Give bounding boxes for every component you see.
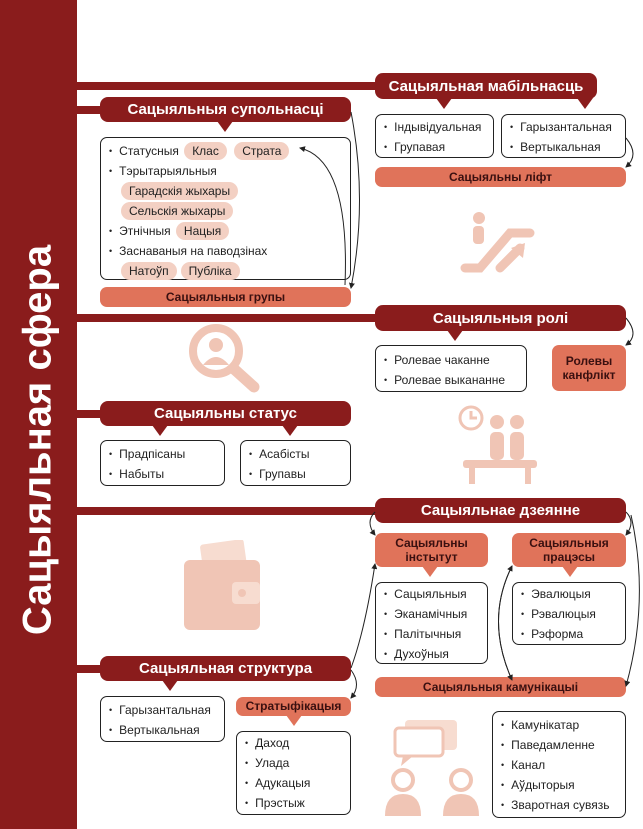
pill: Сельскія жыхары (121, 202, 234, 220)
pill: Страта (234, 142, 290, 160)
pointer (577, 98, 593, 109)
status-header: Сацыяльны статус (100, 401, 351, 426)
pill: Клас (184, 142, 227, 160)
pointer (436, 98, 452, 109)
groups-bar: Сацыяльныя групы (100, 287, 351, 307)
list-item: Камунікатар (501, 715, 617, 735)
list-item: Зваротная сувязь (501, 795, 617, 815)
arrow (350, 563, 378, 669)
connector-line (77, 314, 377, 322)
waiting-people-icon (458, 405, 537, 484)
list-item: Вертыкальная (510, 137, 617, 157)
list-item: Эканамічныя (384, 604, 479, 624)
escalator-icon (460, 212, 535, 273)
list-item: Духоўныя (384, 644, 479, 664)
connector-line (77, 410, 102, 418)
communications-bar: Сацыяльныя камунікацыі (375, 677, 626, 697)
processes-box: Сацыяльныя працэсы (512, 533, 626, 567)
arrow (498, 565, 513, 681)
status-box-2: АсабістыГрупавы (240, 440, 351, 486)
list-item: Сацыяльныя (384, 584, 479, 604)
pill: Публіка (180, 262, 240, 280)
list-item: Рэвалюцыя (521, 604, 617, 624)
item-label: Этнічныя (119, 224, 171, 238)
people-chat-icon (385, 720, 479, 816)
pointer (447, 330, 463, 341)
arrow (625, 317, 634, 346)
sidebar: Сацыяльная сфера (0, 0, 77, 829)
sidebar-title: Сацыяльная сфера (15, 244, 60, 636)
list-item: Індывідуальная (384, 117, 485, 137)
item-label: Тэрытарыяльныя (119, 164, 217, 178)
arrow (624, 514, 640, 687)
list-item: Асабісты (249, 444, 342, 464)
list-item: Адукацыя (245, 773, 342, 793)
list-item: Прэстыж (245, 793, 342, 813)
roles-header: Сацыяльныя ролі (375, 305, 626, 331)
communications-list: КамунікатарПаведамленнеКаналАўдыторыяЗва… (492, 711, 626, 818)
list-item: Ролевае чаканне (384, 350, 518, 370)
arrow (350, 669, 357, 699)
connector-line (77, 82, 377, 90)
pill: Гарадскія жыхары (121, 182, 239, 200)
list-item: Гарызантальная (510, 117, 617, 137)
roles-box: Ролевае чаканнеРолевае выкананне (375, 345, 527, 392)
arrow (498, 565, 513, 681)
list-item: Вертыкальная (109, 720, 216, 740)
pill: Натоўп (121, 262, 177, 280)
list-item: Улада (245, 753, 342, 773)
stratification-list: ДаходУладаАдукацыяПрэстыж (236, 731, 351, 815)
processes-list: ЭвалюцыяРэвалюцыяРэформа (512, 582, 626, 645)
pointer (286, 715, 302, 726)
list-item: Канал (501, 755, 617, 775)
stratification-box: Стратыфікацыя (236, 697, 351, 716)
connector-line (77, 106, 102, 114)
status-box-1: ПрадпісаныНабыты (100, 440, 225, 486)
pointer (422, 566, 438, 577)
pointer (562, 566, 578, 577)
list-item: Паведамленне (501, 735, 617, 755)
list-item: Ролевае выкананне (384, 370, 518, 390)
communities-header: Сацыяльныя супольнасці (100, 97, 351, 122)
structure-box: ГарызантальнаяВертыкальная (100, 696, 225, 742)
list-item: Набыты (109, 464, 216, 484)
item-label: Заснаваныя на паводзінах (119, 244, 268, 258)
action-header: Сацыяльнае дзеянне (375, 498, 626, 523)
role-conflict: Ролевы канфлікт (552, 345, 626, 391)
list-item: Гарызантальная (109, 700, 216, 720)
pointer (217, 121, 233, 132)
arrow (625, 511, 632, 536)
list-item: Аўдыторыя (501, 775, 617, 795)
magnifier-icon (189, 324, 260, 393)
institute-box: Сацыяльны інстытут (375, 533, 488, 567)
list-item: Эвалюцыя (521, 584, 617, 604)
pointer (152, 425, 168, 436)
communities-box: Статусныя Клас Страта Тэрытарыяльныя Гар… (100, 137, 351, 280)
lift-bar: Сацыяльны ліфт (375, 167, 626, 187)
mobility-box-2: ГарызантальнаяВертыкальная (501, 114, 626, 158)
institute-list: СацыяльныяЭканамічныяПалітычныяДухоўныя (375, 582, 488, 664)
list-item: Палітычныя (384, 624, 479, 644)
list-item: Рэформа (521, 624, 617, 644)
item-label: Статусныя (119, 144, 179, 158)
connector-line (77, 665, 102, 673)
connector-line (77, 507, 377, 515)
pill: Нацыя (175, 222, 230, 240)
wallet-icon (184, 540, 260, 630)
pointer (162, 680, 178, 691)
pointer (282, 425, 298, 436)
arrow (625, 137, 634, 168)
list-item: Групавы (249, 464, 342, 484)
list-item: Прадпісаны (109, 444, 216, 464)
list-item: Даход (245, 733, 342, 753)
mobility-header: Сацыяльная мабільнасць (375, 73, 597, 99)
list-item: Групавая (384, 137, 485, 157)
arrow (349, 111, 360, 289)
structure-header: Сацыяльная структура (100, 656, 351, 681)
mobility-box-1: ІндывідуальнаяГрупавая (375, 114, 494, 158)
